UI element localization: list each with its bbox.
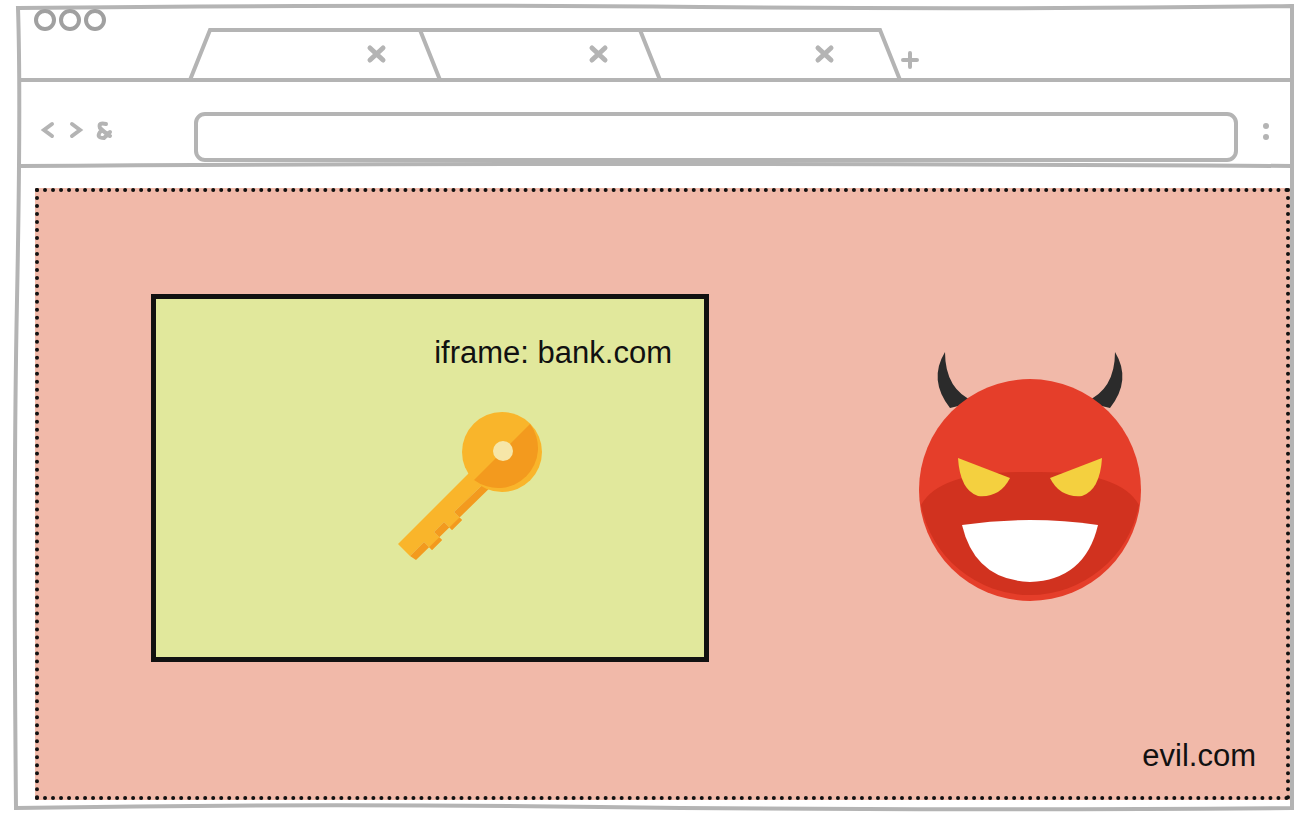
key-icon (398, 412, 542, 560)
toolbar-line (18, 164, 1292, 166)
tabs (190, 30, 900, 80)
iframe-label: iframe: bank.com (434, 335, 672, 371)
tab-close-icons (370, 48, 831, 60)
menu-icon (1263, 123, 1269, 140)
nav-icons (44, 124, 110, 139)
window-buttons (36, 11, 104, 29)
origin-label: evil.com (1142, 738, 1256, 774)
devil-icon (919, 352, 1141, 601)
page-area: evil.com iframe: bank.com (35, 188, 1290, 800)
window-frame (15, 6, 1292, 810)
new-tab-icon (903, 53, 917, 67)
address-bar (196, 114, 1236, 160)
iframe-box: iframe: bank.com (151, 294, 709, 662)
tab-bar-line (18, 78, 1292, 82)
